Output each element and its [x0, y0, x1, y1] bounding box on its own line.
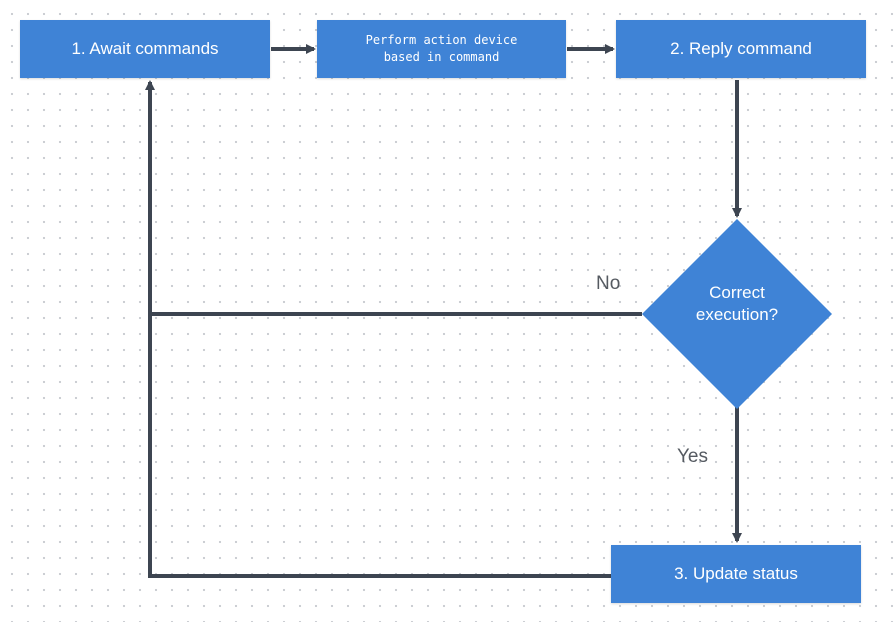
edge-label-no: No [596, 273, 621, 294]
await-commands-label: 1. Await commands [71, 38, 219, 58]
edge-label-yes: Yes [677, 446, 708, 467]
correct-execution-label: Correct execution? [695, 283, 779, 325]
decision-diamond[interactable] [642, 219, 832, 409]
reply-command-node[interactable]: 2. Reply command [616, 20, 866, 78]
reply-command-label: 2. Reply command [670, 38, 812, 58]
perform-action-node[interactable]: Perform action device based in command [317, 20, 566, 78]
update-status-label: 3. Update status [674, 563, 798, 583]
perform-action-label: Perform action device based in command [365, 32, 518, 64]
update-status-node[interactable]: 3. Update status [611, 545, 861, 603]
await-commands-node[interactable]: 1. Await commands [20, 20, 270, 78]
